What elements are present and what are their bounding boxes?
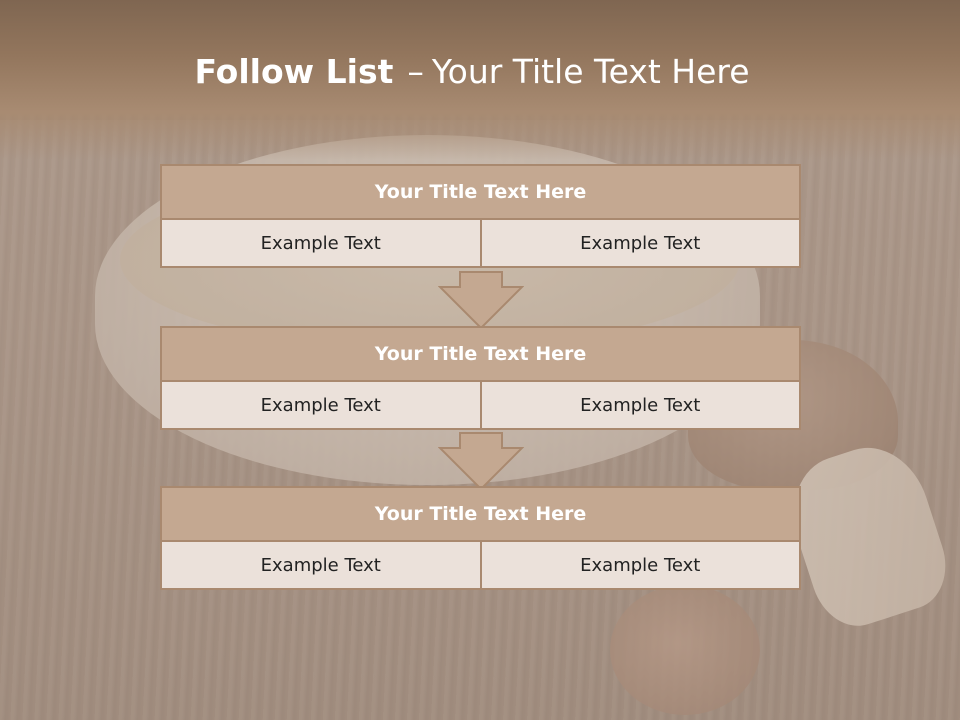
header-band [0, 0, 960, 160]
step-block-3: Your Title Text Here Example Text Exampl… [160, 486, 801, 590]
step-title-3[interactable]: Your Title Text Here [160, 486, 801, 542]
step-row-2: Example Text Example Text [160, 380, 801, 430]
slide-title: Follow List–Your Title Text Here [0, 52, 944, 91]
down-arrow-icon [438, 432, 524, 490]
step-row-1: Example Text Example Text [160, 218, 801, 268]
step-2-left-text[interactable]: Example Text [160, 380, 482, 430]
step-3-left-text[interactable]: Example Text [160, 540, 482, 590]
step-1-right-text[interactable]: Example Text [479, 218, 801, 268]
step-title-1[interactable]: Your Title Text Here [160, 164, 801, 220]
step-block-2: Your Title Text Here Example Text Exampl… [160, 326, 801, 430]
mushroom-image [610, 585, 760, 715]
slide-title-bold: Follow List [194, 52, 394, 91]
step-title-2[interactable]: Your Title Text Here [160, 326, 801, 382]
slide-title-separator: – [407, 52, 424, 91]
step-block-1: Your Title Text Here Example Text Exampl… [160, 164, 801, 268]
step-row-3: Example Text Example Text [160, 540, 801, 590]
step-3-right-text[interactable]: Example Text [479, 540, 801, 590]
step-2-right-text[interactable]: Example Text [479, 380, 801, 430]
slide-title-rest: Your Title Text Here [431, 52, 750, 91]
step-1-left-text[interactable]: Example Text [160, 218, 482, 268]
down-arrow-icon [438, 271, 524, 329]
